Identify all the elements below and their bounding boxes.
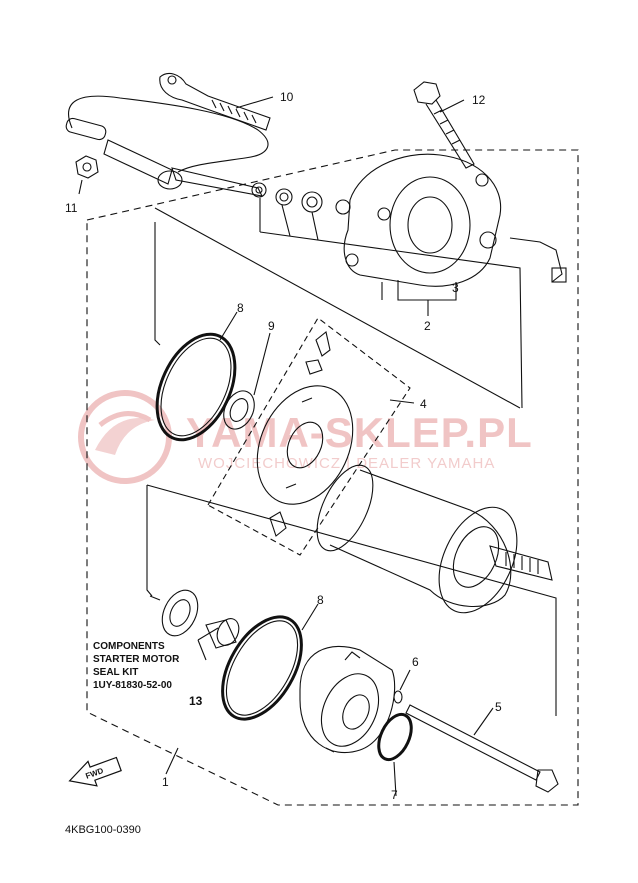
bearing [205,618,240,649]
callout-10: 10 [280,90,294,104]
front-cover-washers [251,182,351,215]
oil-seal [161,589,199,637]
assembly-outline [86,149,579,806]
callout-4: 4 [420,397,427,411]
callout-11: 11 [65,201,78,215]
o-ring-8-upper [155,332,237,442]
watermark: YAMA-SKLEP.PL WOJCIECHOWICZ | DEALER YAM… [78,390,533,484]
callout-12: 12 [472,93,486,107]
callout-9: 9 [268,319,275,333]
through-bolt-5 [405,704,559,793]
callout-13: 13 [189,694,203,708]
kit-note: COMPONENTS STARTER MOTOR SEAL KIT 1UY-81… [93,641,180,691]
kit-note-line2: STARTER MOTOR [93,654,180,665]
callout-7: 7 [391,788,398,802]
callout-2: 2 [424,319,431,333]
diagram-code: 4KBG100-0390 [65,824,141,836]
o-ring-8-lower [221,615,303,721]
watermark-subtitle: WOJCIECHOWICZ | DEALER YAMAHA [198,455,495,472]
callout-1: 1 [162,775,169,789]
callout-8-upper: 8 [237,301,244,315]
callout-5: 5 [495,700,502,714]
motor-yoke [316,464,553,614]
fwd-arrow-icon: FWD [68,756,122,787]
front-cover [343,153,567,287]
kit-note-line4: 1UY-81830-52-00 [93,680,172,691]
o-ring-7 [377,712,413,762]
leader-lines-upper [154,198,523,409]
rear-cover [299,645,396,754]
lead-wire-10 [65,72,271,197]
callout-leaders [78,96,494,797]
washer-9 [223,390,255,430]
nut-11 [75,155,99,179]
callout-numbers: 1 2 3 4 5 6 7 8 8 9 10 11 12 13 [65,90,502,802]
callout-6: 6 [412,655,419,669]
callout-3: 3 [452,281,459,295]
leader-lines-lower [146,484,557,716]
bolt-12 [413,81,475,169]
o-ring-6 [393,690,403,704]
watermark-title: YAMA-SKLEP.PL [186,409,533,456]
brush-holder-plate [256,331,354,537]
brush-holder-frame [207,317,411,556]
callout-8-lower: 8 [317,593,324,607]
kit-note-line1: COMPONENTS [93,641,165,652]
kit-note-line3: SEAL KIT [93,667,138,678]
